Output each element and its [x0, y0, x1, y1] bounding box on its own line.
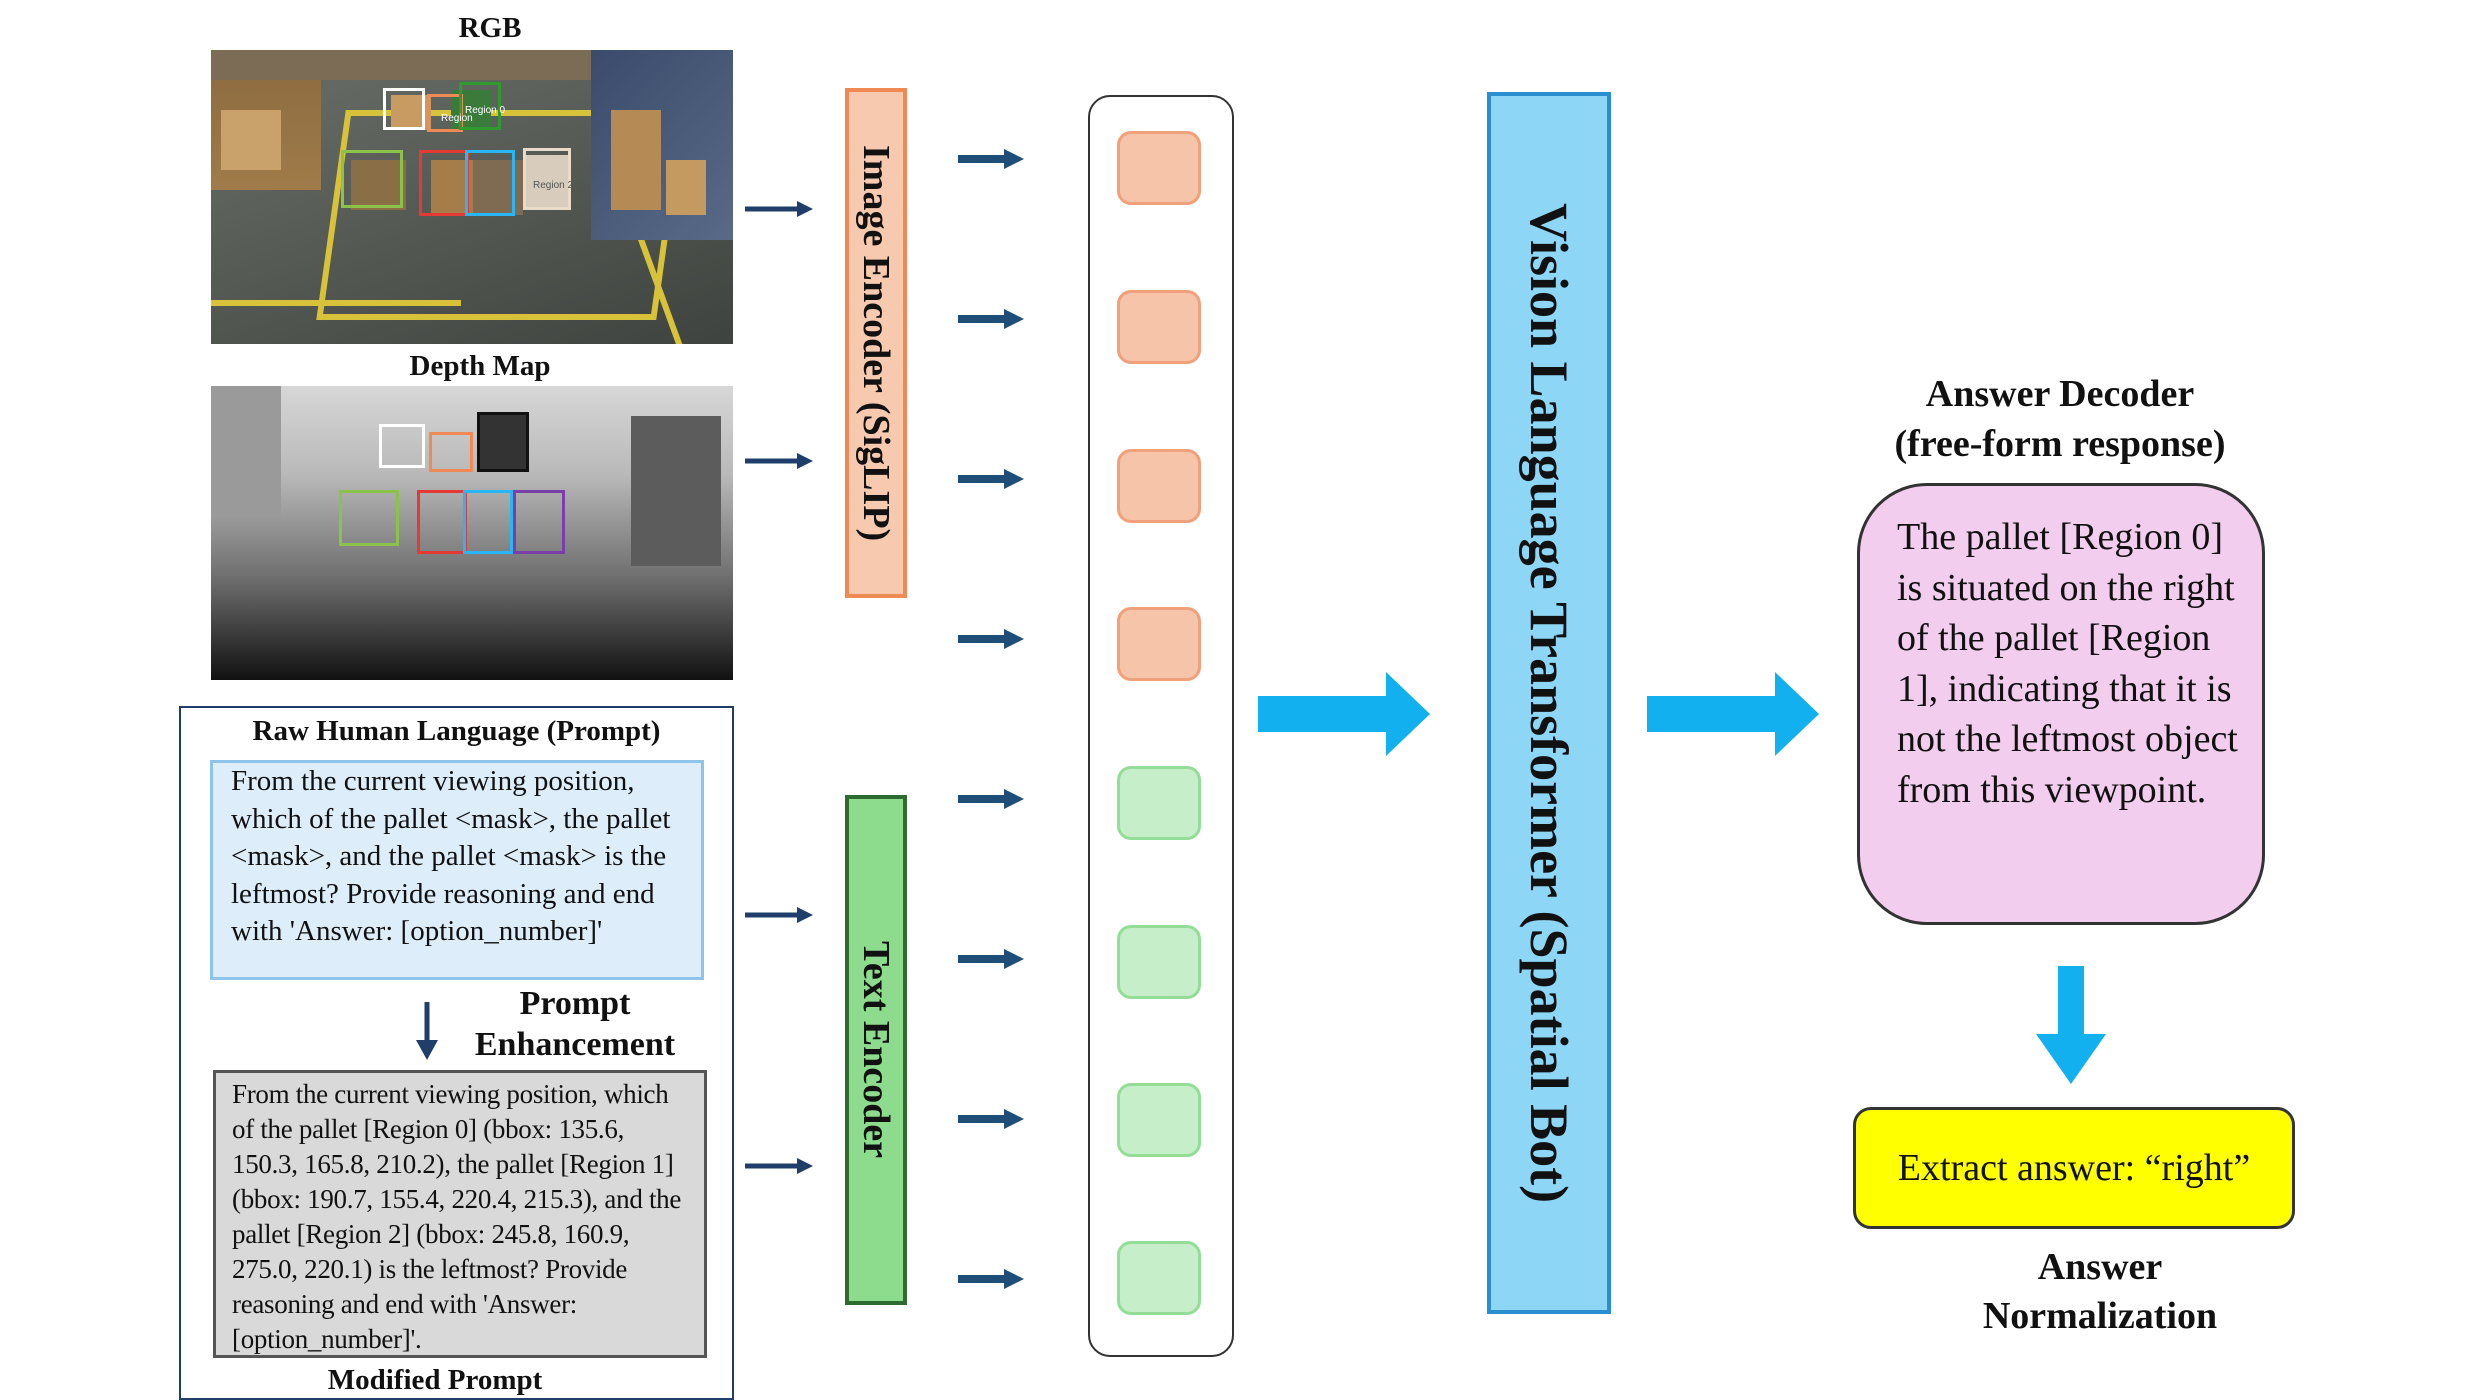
depth-region-box-red — [417, 490, 467, 554]
image-token — [1117, 131, 1201, 205]
rgb-region-box-red — [419, 150, 469, 216]
image-encoder-label: Image Encoder (SigLIP) — [855, 144, 897, 542]
vision-language-transformer-box: Vision Language Transformer (Spatial Bot… — [1487, 92, 1611, 1314]
prompt-enhancement-label-line2: Enhancement — [474, 1026, 676, 1063]
raw-prompt-box: From the current viewing position, which… — [210, 760, 704, 980]
rgb-region-tag: Region 0 — [465, 105, 506, 116]
text-encoder-box: Text Encoder — [845, 795, 907, 1305]
extract-answer-box: Extract answer: “right” — [1853, 1107, 2295, 1229]
arrow-transformer-to-decoder-icon — [1647, 672, 1819, 756]
depth-region-box-green — [339, 490, 399, 546]
rgb-region-box-lightgreen — [341, 150, 403, 208]
token-arrow-icon — [958, 949, 1024, 969]
image-encoder-box: Image Encoder (SigLIP) — [845, 88, 907, 598]
rgb-region-tag: Region 2 — [533, 180, 574, 191]
rgb-region-box-tan — [523, 148, 571, 210]
arrow-modified-prompt-to-text-encoder-icon — [745, 1158, 813, 1174]
depth-map-image — [211, 386, 733, 680]
raw-prompt-title: Raw Human Language (Prompt) — [252, 715, 661, 747]
arrow-depth-to-encoder-icon — [745, 453, 813, 469]
answer-normalization-line2: Normalization — [1982, 1295, 2218, 1337]
text-encoder-label: Text Encoder — [855, 941, 897, 1159]
enhancement-arrow-icon — [416, 1002, 438, 1060]
token-sequence-container — [1088, 95, 1234, 1357]
token-arrow-icon — [958, 309, 1024, 329]
rgb-region-box-white — [383, 88, 425, 130]
rgb-image: Region Region 0 Region 2 — [211, 50, 733, 344]
text-token — [1117, 925, 1201, 999]
rgb-region-box-green-dark — [459, 82, 501, 130]
token-arrow-icon — [958, 469, 1024, 489]
modified-prompt-box: From the current viewing position, which… — [213, 1070, 707, 1358]
arrow-raw-prompt-to-text-encoder-icon — [745, 907, 813, 923]
depth-region-box-orange — [429, 432, 473, 472]
vision-language-transformer-label: Vision Language Transformer (Spatial Bot… — [1519, 202, 1579, 1204]
depth-region-box-purple — [513, 490, 565, 554]
token-arrow-icon — [958, 1269, 1024, 1289]
rgb-region-box-blue — [465, 150, 515, 216]
text-token — [1117, 766, 1201, 840]
answer-decoder-title-line1: Answer Decoder — [1925, 373, 2195, 415]
rgb-region-tag: Region — [441, 113, 473, 124]
text-token — [1117, 1083, 1201, 1157]
depth-region-box-black — [477, 412, 529, 472]
arrow-decoder-to-normalization-icon — [2036, 966, 2106, 1084]
arrow-rgb-to-encoder-icon — [745, 201, 813, 217]
token-arrow-icon — [958, 789, 1024, 809]
arrow-tokens-to-transformer-icon — [1258, 672, 1430, 756]
answer-normalization-line1: Answer — [2037, 1246, 2163, 1288]
image-token — [1117, 290, 1201, 364]
image-token — [1117, 449, 1201, 523]
depth-map-label: Depth Map — [409, 350, 551, 382]
modified-prompt-title: Modified Prompt — [327, 1364, 543, 1396]
answer-decoder-title-line2: (free-form response) — [1894, 423, 2226, 465]
token-arrow-icon — [958, 149, 1024, 169]
token-arrow-icon — [958, 1109, 1024, 1129]
text-token — [1117, 1241, 1201, 1315]
prompt-enhancement-label-line1: Prompt — [519, 985, 631, 1022]
response-bubble: The pallet [Region 0] is situated on the… — [1857, 483, 2265, 925]
depth-region-box-white — [379, 424, 425, 468]
rgb-label: RGB — [458, 12, 522, 44]
image-token — [1117, 607, 1201, 681]
token-arrow-icon — [958, 629, 1024, 649]
depth-region-box-blue — [463, 490, 513, 554]
